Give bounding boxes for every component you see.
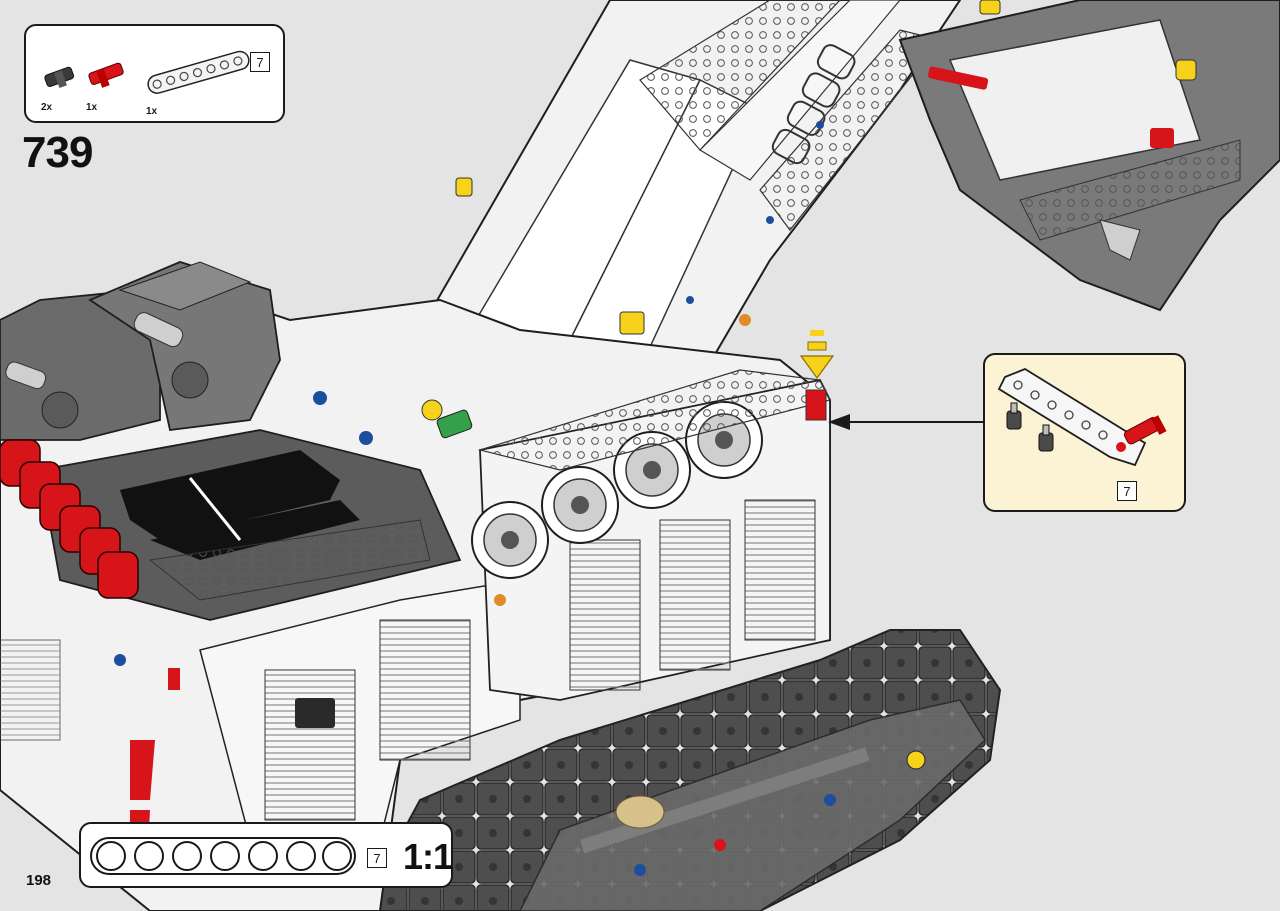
placement-arrow [799, 330, 835, 380]
boom-head-mechanism [898, 0, 1280, 312]
red-axle-pin-icon [1123, 415, 1167, 445]
step-number: 739 [22, 128, 93, 177]
connector-pin-icon [1006, 402, 1054, 452]
part-quantity-connector: 2x [41, 102, 53, 113]
liftarm-length-badge: 7 [250, 52, 270, 72]
callout-pointer-arrow [828, 414, 985, 430]
boom-arm [418, 0, 962, 432]
liftarm-thin-7-icon [147, 50, 250, 94]
engine-assembly [0, 261, 281, 599]
page-number: 198 [26, 872, 52, 889]
liftarm-subassembly-icon [997, 367, 1147, 467]
parts-list-panel: 2x 1x 1x 7 [24, 24, 285, 123]
scale-label: 1:1 [403, 836, 453, 877]
connector-axle-pin-icon [44, 66, 75, 89]
callout-subassembly-panel: 7 [983, 353, 1186, 512]
upper-body [0, 298, 831, 911]
scale-length-badge: 7 [367, 848, 387, 868]
scale-ruler-panel: 7 1:1 [79, 822, 453, 888]
callout-subassembly-illustration [997, 367, 1167, 467]
callout-liftarm-length-badge: 7 [1117, 481, 1137, 501]
scale-ruler-liftarm [90, 837, 356, 875]
crawler-track [358, 629, 1002, 911]
part-quantity-axle-pin: 1x [86, 102, 98, 113]
parts-list-icons [44, 50, 250, 94]
part-quantity-liftarm: 1x [146, 106, 158, 117]
axle-pin-with-friction-icon [88, 62, 124, 88]
